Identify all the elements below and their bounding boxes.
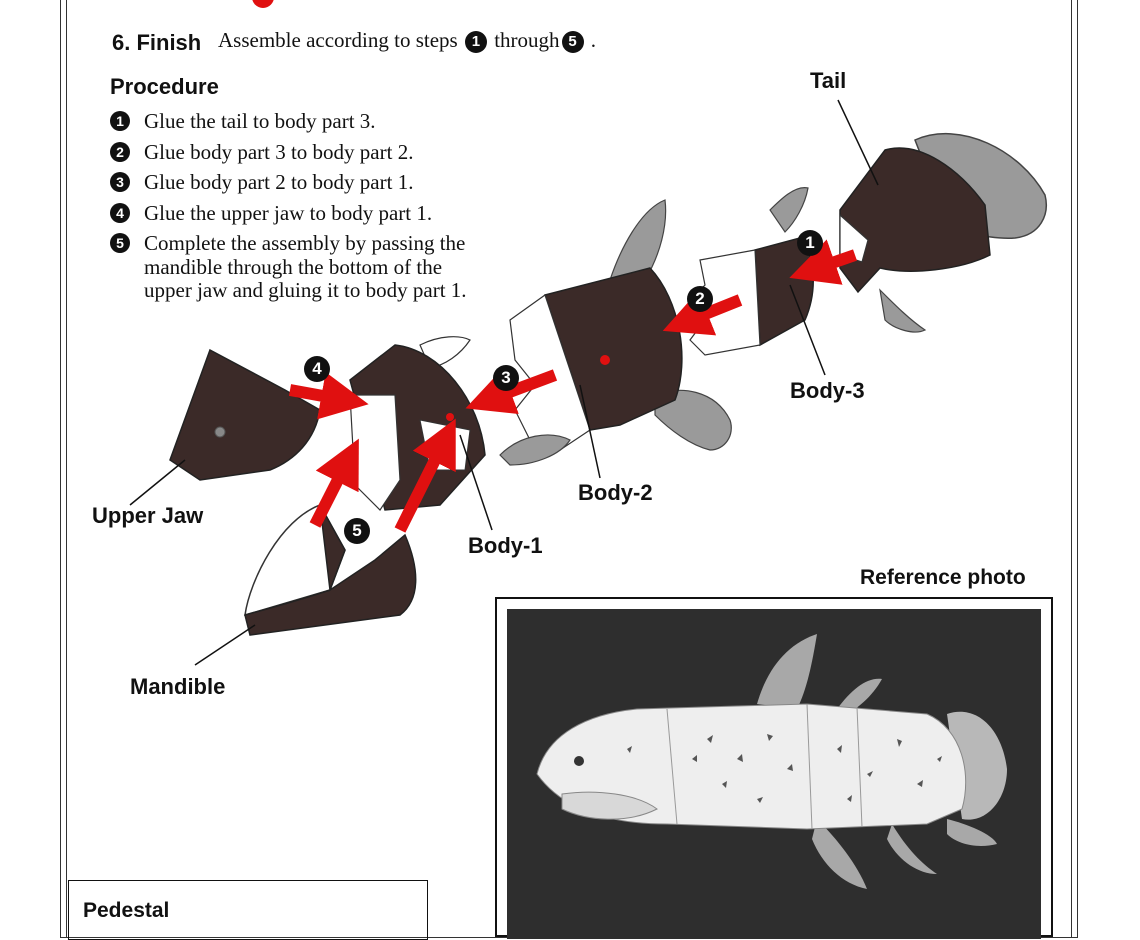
step-text: Glue body part 3 to body part 2. — [144, 139, 414, 164]
step-title: 6. Finish — [112, 30, 202, 55]
pedestal-title: Pedestal — [83, 899, 170, 922]
leader-lines — [129, 99, 879, 666]
label-upper-jaw: Upper Jaw — [92, 503, 204, 528]
reference-photo-image — [507, 609, 1041, 939]
assembly-diagram — [129, 99, 1047, 666]
label-tail: Tail — [810, 68, 847, 93]
step-number-badge: 5 — [110, 233, 130, 253]
label-body-3: Body-3 — [790, 378, 865, 403]
upper-jaw-piece — [169, 348, 321, 481]
step-from-badge: 1 — [464, 31, 487, 54]
desc-middle: through — [494, 28, 560, 52]
step-to-badge: 5 — [561, 31, 584, 54]
step-text: Complete the assembly by passing the man… — [144, 231, 467, 302]
step-text: Glue the tail to body part 3. — [144, 109, 376, 133]
coelacanth-photo-illustration — [507, 609, 1041, 939]
label-body-1: Body-1 — [468, 533, 543, 558]
diagram-step-marker-3: 3 — [493, 365, 519, 391]
tail-piece — [839, 132, 1047, 333]
step-number-badge: 3 — [110, 172, 130, 192]
desc-prefix: Assemble according to steps — [218, 28, 458, 52]
diagram-step-marker-4: 4 — [304, 356, 330, 382]
top-red-marker — [252, 0, 274, 8]
procedure-step: 2 Glue body part 3 to body part 2. — [110, 139, 490, 165]
procedure-step: 5 Complete the assembly by passing the ma… — [110, 231, 474, 303]
desc-suffix: . — [590, 28, 597, 52]
arrow-step-2 — [662, 290, 743, 336]
procedure-title: Procedure — [110, 74, 219, 99]
step-text: Glue body part 2 to body part 1. — [144, 170, 414, 194]
step-number-badge: 1 — [110, 111, 130, 131]
diagram-step-marker-5: 5 — [344, 518, 370, 544]
step-number-badge: 4 — [110, 202, 130, 223]
step-number-badge: 2 — [110, 141, 130, 162]
label-body-2: Body-2 — [578, 480, 653, 505]
procedure-step: 4 Glue the upper jaw to body part 1. — [110, 200, 490, 226]
arrow-step-5b — [394, 418, 456, 533]
arrow-step-5a — [309, 438, 359, 528]
diagram-step-marker-1: 1 — [797, 230, 823, 256]
arrow-step-4 — [288, 372, 369, 420]
procedure-step: 1 Glue the tail to body part 3. — [110, 109, 490, 134]
assembly-arrows — [288, 239, 857, 533]
step-text: Glue the upper jaw to body part 1. — [144, 200, 433, 225]
arrow-step-1 — [789, 239, 857, 285]
label-mandible: Mandible — [130, 674, 226, 699]
reference-photo-title: Reference photo — [860, 566, 1026, 589]
reference-photo-frame — [495, 597, 1053, 939]
body-2-piece — [509, 199, 732, 451]
pedestal-section: Pedestal — [68, 880, 428, 940]
diagram-step-marker-2: 2 — [687, 286, 713, 312]
arrow-step-3 — [465, 369, 558, 415]
mandible-piece — [244, 504, 417, 636]
body-3-piece — [689, 187, 814, 356]
procedure-step: 3 Glue body part 2 to body part 1. — [110, 170, 490, 195]
